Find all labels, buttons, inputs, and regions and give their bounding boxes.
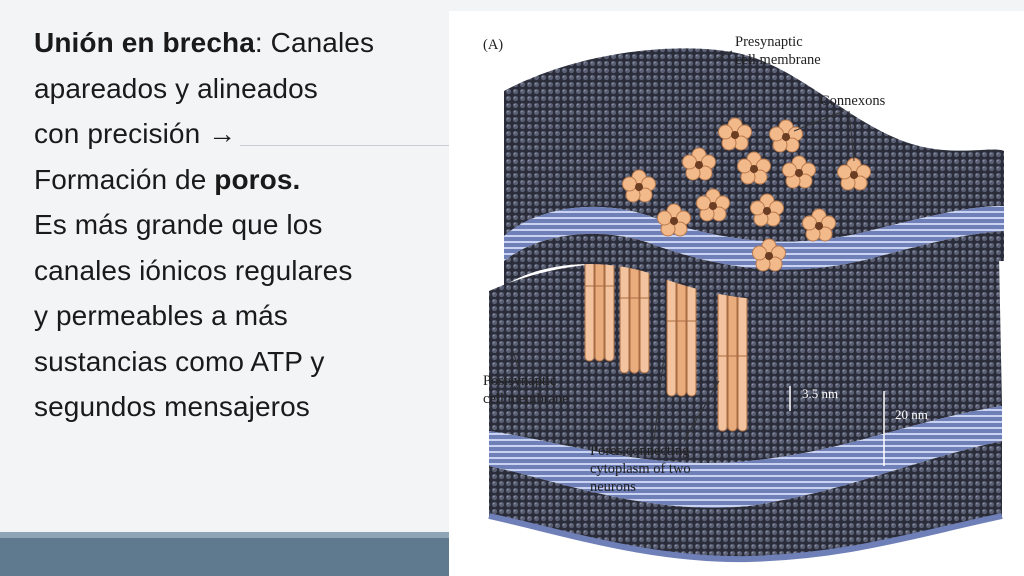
- text-line-1-rest: : Canales: [254, 27, 375, 58]
- postsynaptic-label-line1: Postsynaptic: [483, 373, 556, 389]
- pores-leader-2: [683, 380, 720, 442]
- gap-junction-diagram: (A) Presynaptic cell membrane Connexons …: [483, 34, 1004, 563]
- arrow-right-icon: →: [208, 118, 237, 149]
- figure-panel-label: (A): [483, 37, 503, 53]
- text-line-5: Es más grande que los: [34, 209, 323, 240]
- divider-line: [240, 145, 450, 146]
- term-pores: poros.: [214, 163, 301, 195]
- text-line-2: apareados y alineados: [34, 72, 318, 104]
- total-width-label: 20 nm: [895, 407, 928, 422]
- pores-label-line3: neurons: [590, 479, 636, 495]
- text-line-3: con precisión →: [34, 111, 444, 157]
- text-line-6: canales iónicos regulares: [34, 254, 353, 286]
- connexons-label: Connexons: [820, 93, 886, 109]
- gap-junction-figure: (A) Presynaptic cell membrane Connexons …: [449, 11, 1024, 576]
- presynaptic-label-line1: Presynaptic: [735, 34, 803, 50]
- slide-body-text: Unión en brecha: Canales apareados y ali…: [34, 20, 444, 430]
- text-line-9: segundos mensajeros: [34, 391, 310, 422]
- text-line-4-main: Formación de: [34, 163, 215, 195]
- presynaptic-leader: [716, 50, 733, 60]
- text-line-1: Unión en brecha: Canales: [34, 20, 444, 66]
- pores-label-line2: cytoplasm of two: [590, 461, 691, 477]
- text-line-7: y permeables a más: [34, 300, 288, 331]
- presynaptic-label-line2: cell membrane: [735, 52, 821, 68]
- text-line-4: Formación de poros.: [34, 157, 444, 203]
- postsynaptic-label-line2: cell membrane: [483, 391, 569, 407]
- text-line-3-main: con precisión: [34, 118, 209, 149]
- term-gap-junction: Unión en brecha: [34, 27, 255, 58]
- connexons-leader-2: [848, 110, 855, 162]
- pores-label-line1: Pores connecting: [590, 443, 689, 459]
- pores-leader-1: [653, 355, 665, 442]
- gap-width-label: 3.5 nm: [802, 386, 838, 401]
- postsynaptic-leader: [512, 350, 520, 372]
- text-line-8: sustancias como ATP y: [34, 345, 325, 377]
- connexons-leader-1: [793, 110, 845, 132]
